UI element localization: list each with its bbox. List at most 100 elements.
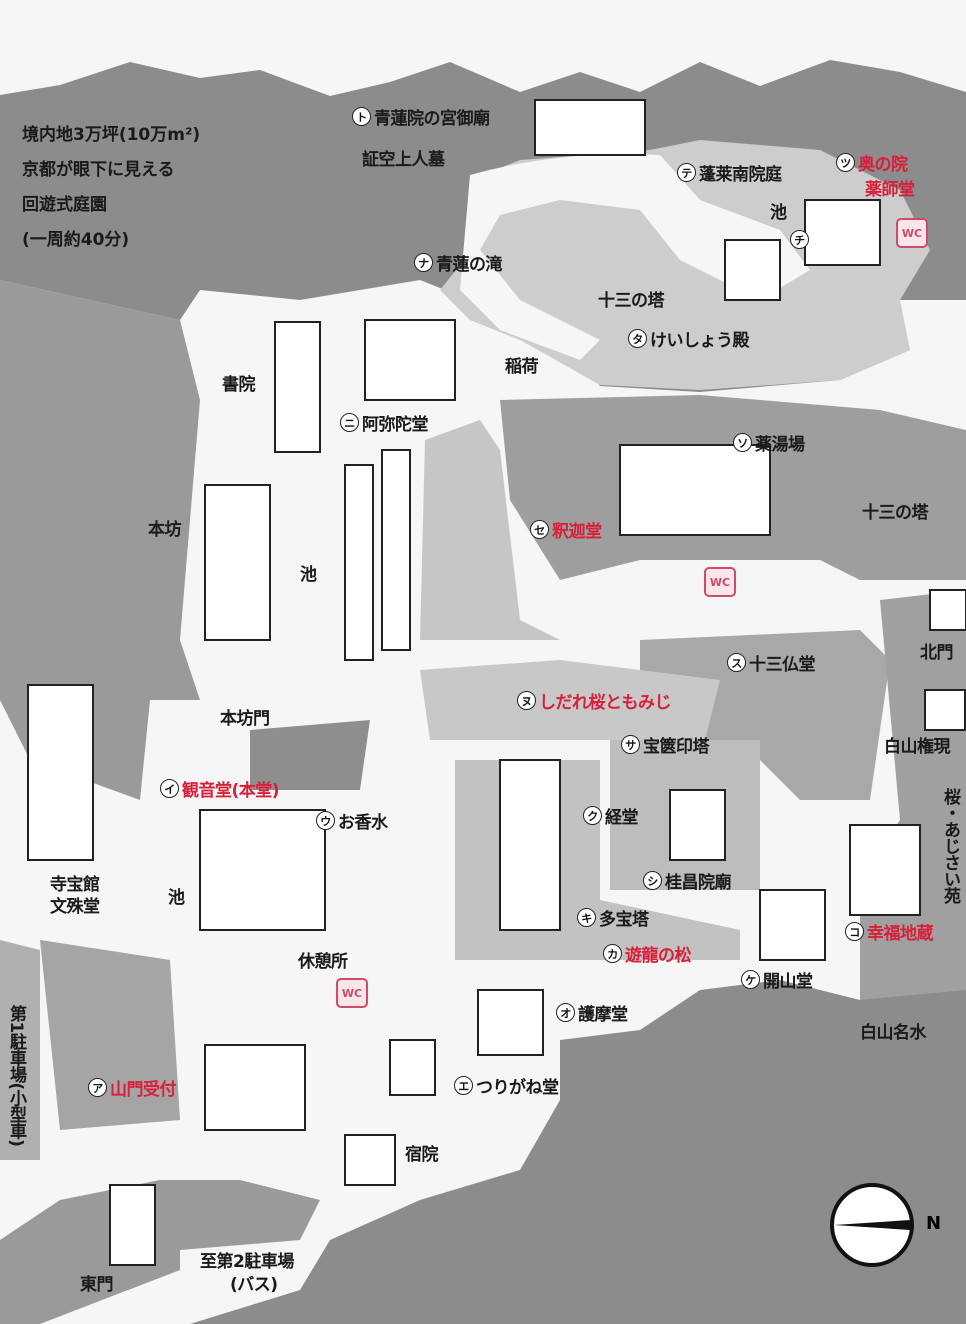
map-label-text: 白山権現: [884, 737, 951, 757]
marker-circle-icon: ク: [583, 806, 602, 825]
marker-circle-icon: ア: [88, 1078, 107, 1097]
map-label-text: 山門受付: [110, 1080, 177, 1100]
map-label-text: しだれ桜ともみじ: [539, 693, 672, 713]
wc-icon-rest: WC: [336, 978, 368, 1008]
marker-circle-icon: ウ: [316, 811, 335, 830]
building-keishoden: [724, 239, 781, 301]
garden-kannon: [250, 720, 370, 790]
map-label-text: 観音堂(本堂): [182, 781, 280, 801]
marker-circle-icon: テ: [677, 163, 696, 182]
marker-circle-icon: ヌ: [517, 691, 536, 710]
map-label-text: つりがね堂: [476, 1078, 559, 1098]
map-label-text: 経堂: [605, 808, 639, 828]
map-label-9: タけいしょう殿: [628, 326, 750, 351]
building-okunoin: [804, 199, 881, 266]
map-label-12: ニ阿弥陀堂: [340, 410, 429, 435]
map-label-text: けいしょう殿: [650, 331, 750, 351]
marker-circle-icon: ス: [727, 653, 746, 672]
map-label-text: 青蓮院の宮御廟: [374, 109, 490, 129]
marker-circle-icon: チ: [790, 230, 809, 249]
marker-circle-icon: シ: [643, 871, 662, 890]
building-keishoin-byo: [669, 789, 726, 861]
map-label-text: 書院: [222, 375, 256, 395]
map-label-16: 本坊: [148, 515, 182, 540]
map-label-1: 証空上人墓: [362, 145, 445, 170]
label-sakura-ajisai-en: 桜・あじさい苑: [940, 788, 960, 904]
map-label-36: オ護摩堂: [556, 1000, 628, 1025]
building-jihokan: [27, 684, 94, 861]
marker-circle-icon: ト: [352, 107, 371, 126]
building-tahoto: [499, 759, 561, 931]
map-label-text: 至第2駐車場: [200, 1252, 294, 1272]
map-label-43: 東門: [80, 1270, 114, 1295]
lower-right-slope: [190, 980, 966, 1324]
building-higashimon: [109, 1184, 156, 1266]
map-label-text: 薬師堂: [865, 180, 915, 200]
map-label-text: 青蓮の滝: [436, 255, 503, 275]
map-label-text: 開山堂: [763, 972, 813, 992]
map-label-17: 池: [300, 560, 317, 585]
map-label-text: (バス): [230, 1275, 278, 1295]
marker-circle-icon: コ: [845, 922, 864, 941]
compass-needle: [834, 1220, 910, 1230]
building-gomado: [477, 989, 544, 1056]
buildings: [27, 99, 966, 1266]
map-label-text: 宿院: [405, 1145, 439, 1165]
map-label-14: セ釈迦堂: [530, 517, 602, 542]
map-label-11: 書院: [222, 370, 256, 395]
map-label-text: お香水: [338, 813, 388, 833]
wc-icon-okunoin: WC: [896, 218, 928, 248]
map-label-2: テ蓬莱南院庭: [677, 160, 782, 185]
map-label-18: 北門: [920, 638, 954, 663]
map-label-text: 幸福地蔵: [867, 924, 934, 944]
building-stairs: [381, 449, 411, 651]
building-koufuku-jizo: [849, 824, 921, 916]
marker-circle-icon: カ: [603, 944, 622, 963]
map-label-text: 文殊堂: [50, 897, 100, 917]
map-label-text: 十三仏堂: [749, 655, 816, 675]
map-label-text: 東門: [80, 1275, 114, 1295]
map-label-30: シ桂昌院廟: [643, 868, 732, 893]
marker-circle-icon: ケ: [741, 970, 760, 989]
garden-shidare: [420, 660, 720, 760]
building-kitamon: [929, 589, 966, 631]
map-label-25: ウお香水: [316, 808, 388, 833]
building-shorou: [389, 1039, 436, 1096]
map-label-4: 薬師堂: [865, 175, 915, 200]
marker-circle-icon: ツ: [836, 153, 855, 172]
left-edge: [0, 940, 40, 1160]
info-duration: (一周約40分): [22, 230, 130, 250]
map-label-text: 遊龍の松: [625, 946, 692, 966]
marker-circle-icon: キ: [577, 908, 596, 927]
map-label-text: 本坊門: [220, 709, 270, 729]
map-label-19: ス十三仏堂: [727, 650, 816, 675]
map-label-37: 白山名水: [860, 1018, 927, 1043]
map-label-text: 奥の院: [858, 155, 908, 175]
map-label-5: 池: [770, 198, 787, 223]
lower-left-slope: [0, 1180, 320, 1324]
info-area: 境内地3万坪(10万m²): [22, 125, 201, 145]
building-honbo: [204, 484, 271, 641]
map-label-6: チ: [790, 230, 809, 249]
garden-amida: [420, 420, 560, 640]
map-label-40: 宿院: [405, 1140, 439, 1165]
label-parking-1: 第1駐車場(小型車): [6, 1005, 26, 1147]
info-view: 京都が眼下に見える: [22, 160, 175, 180]
map-label-text: 釈迦堂: [552, 522, 602, 542]
map-info: 境内地3万坪(10万m²) 京都が眼下に見える 回遊式庭園 (一周約40分): [22, 118, 200, 258]
map-label-24: イ観音堂(本堂): [160, 776, 280, 801]
building-corridor: [344, 464, 374, 661]
building-seiren-mausoleum: [534, 99, 646, 156]
map-label-text: 十三の塔: [598, 291, 665, 311]
marker-circle-icon: オ: [556, 1003, 575, 1022]
map-label-text: 護摩堂: [578, 1005, 628, 1025]
marker-circle-icon: イ: [160, 779, 179, 798]
building-hakusan-gongen: [924, 689, 966, 731]
building-shukuin: [344, 1134, 396, 1186]
map-label-text: 稲荷: [505, 357, 539, 377]
building-shoin: [274, 321, 321, 453]
map-label-text: 池: [770, 203, 787, 223]
map-label-32: コ幸福地蔵: [845, 919, 934, 944]
map-label-41: 至第2駐車場: [200, 1247, 294, 1272]
